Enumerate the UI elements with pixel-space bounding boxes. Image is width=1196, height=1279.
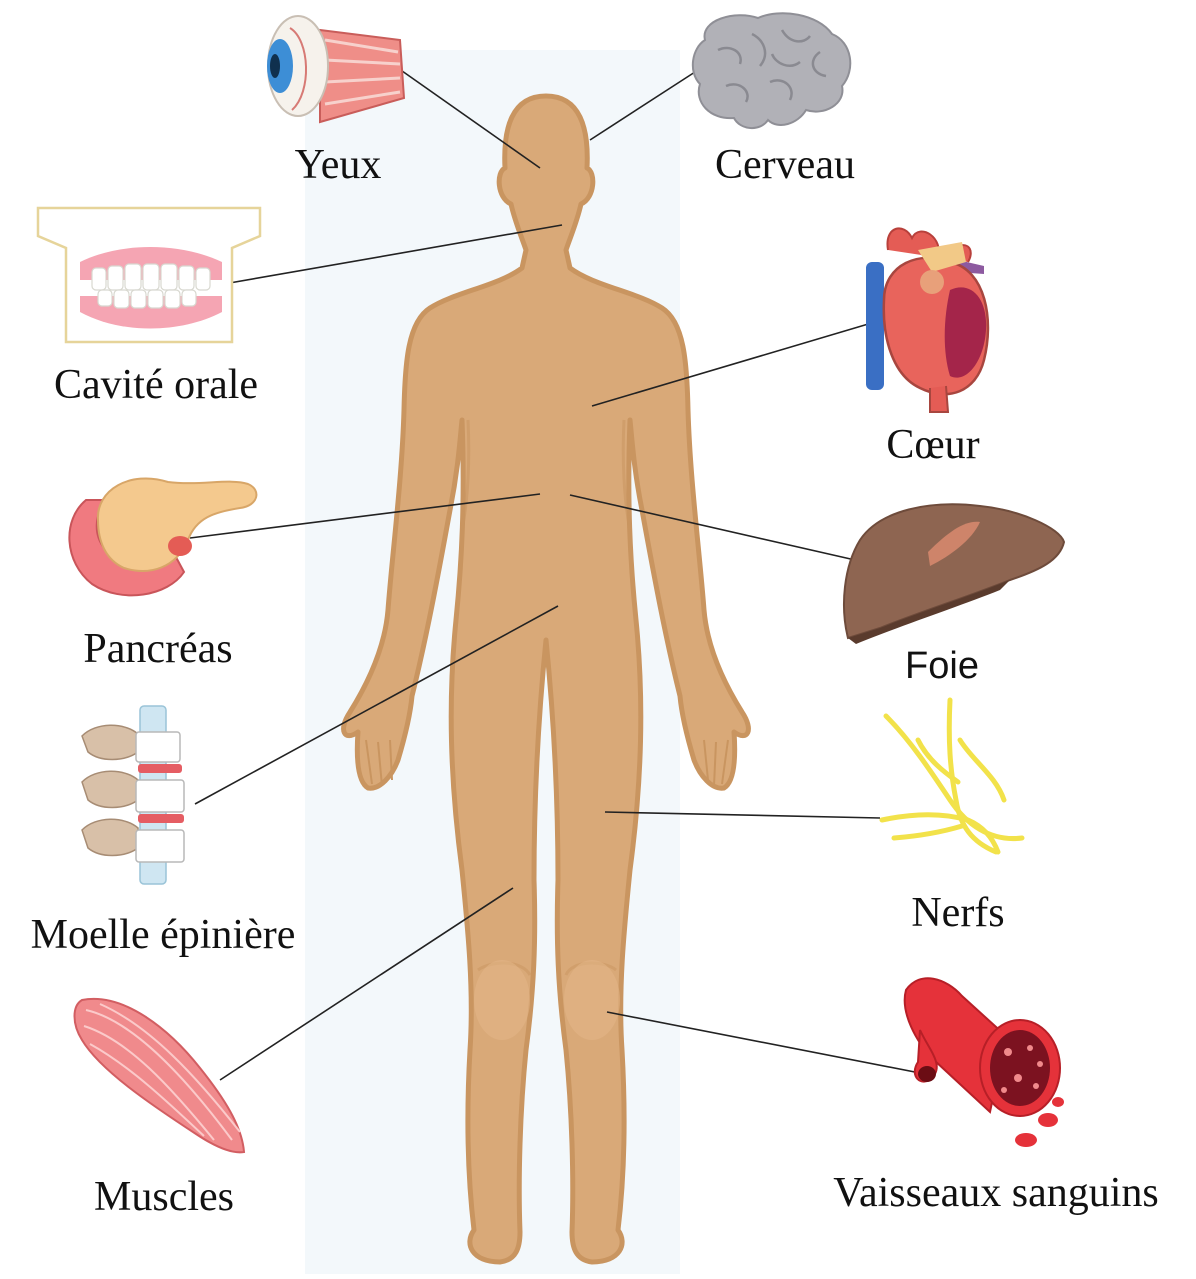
blood-vessel-icon <box>905 978 1064 1147</box>
label-vessels: Vaisseaux sanguins <box>833 1170 1158 1216</box>
label-liver: Foie <box>905 645 979 687</box>
heart-icon <box>866 228 988 412</box>
label-brain: Cerveau <box>715 142 855 188</box>
label-spinal-cord: Moelle épinière <box>31 912 296 958</box>
pancreas-icon <box>69 478 256 595</box>
brain-icon <box>693 13 850 128</box>
label-mouth: Cavité orale <box>54 362 258 408</box>
teeth-icon <box>38 208 260 342</box>
muscle-icon <box>75 999 245 1152</box>
label-pancreas: Pancréas <box>83 626 232 672</box>
label-nerves: Nerfs <box>911 890 1004 936</box>
knee-left <box>474 960 530 1040</box>
label-eyes: Yeux <box>295 142 382 188</box>
nerves-icon <box>882 700 1022 852</box>
knee-right <box>564 960 620 1040</box>
liver-icon <box>844 504 1064 644</box>
spine-icon <box>82 706 184 884</box>
label-muscles: Muscles <box>94 1174 234 1220</box>
label-heart: Cœur <box>886 422 979 468</box>
